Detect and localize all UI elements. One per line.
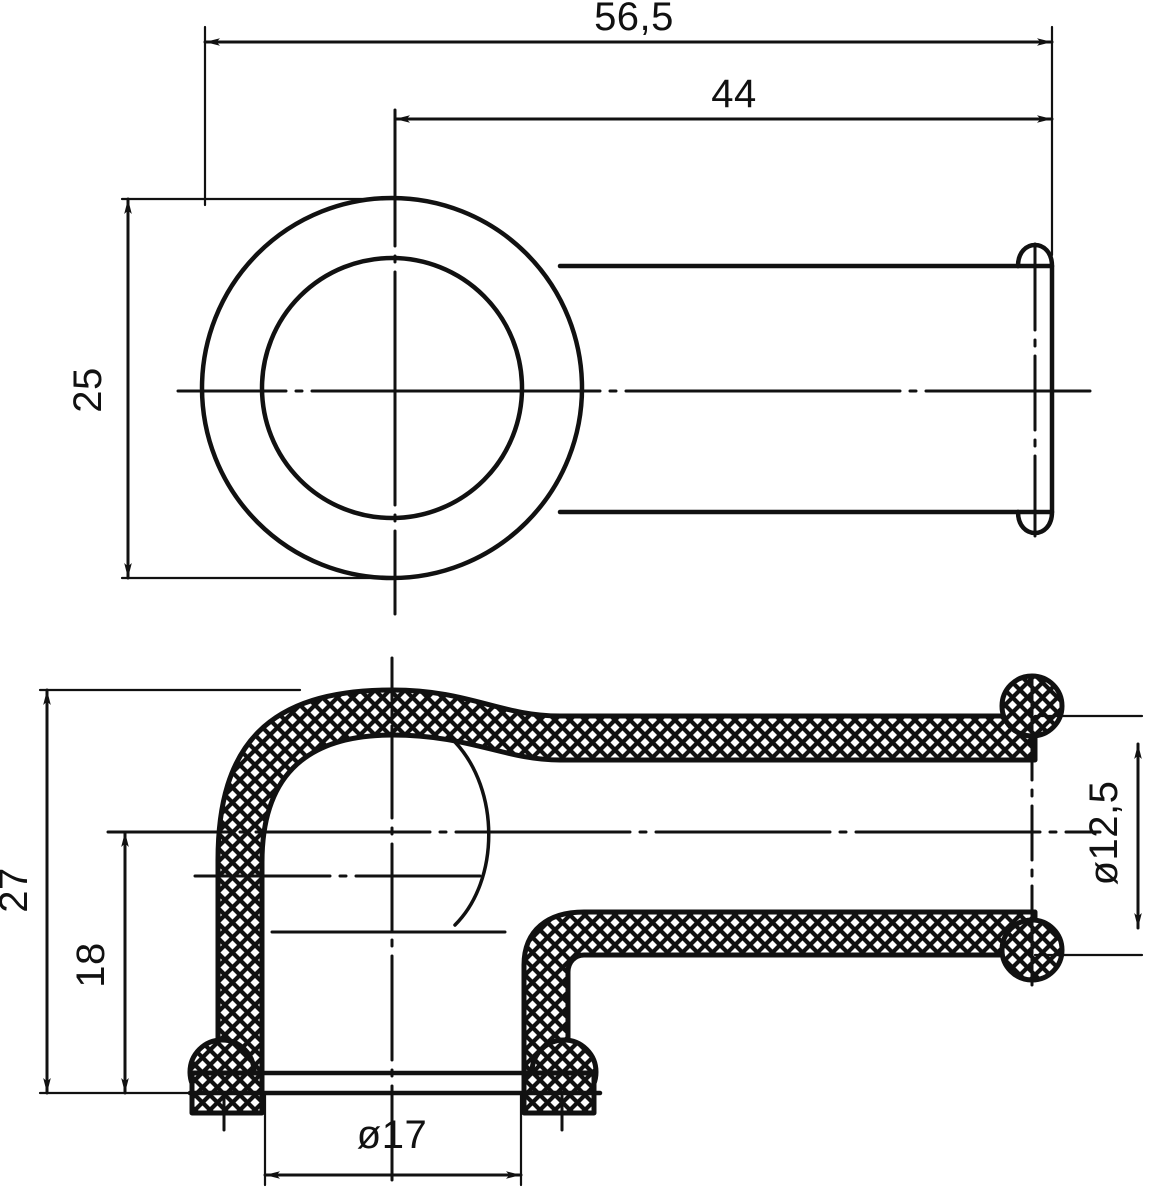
bore-diameter-dimension-label: ø12,5 — [1082, 781, 1126, 886]
elbow-upper-wall-section — [215, 687, 1038, 1096]
flange-inner-circle — [259, 255, 525, 521]
flange-outer-circle — [199, 195, 585, 581]
top-view — [120, 25, 1092, 616]
base-diameter-dimension-label: ø17 — [357, 1113, 427, 1157]
internal-bore-arc — [453, 740, 491, 927]
branch-lower-wall-section — [521, 909, 1038, 1096]
section-view — [38, 656, 1144, 1187]
overall-length-dimension-label: 56,5 — [594, 0, 674, 39]
flange-diameter-dimension-label: 25 — [66, 367, 110, 413]
overall-height-dimension-label: 27 — [0, 867, 36, 913]
tube-length-dimension-label: 44 — [711, 72, 757, 116]
branch-height-dimension-label: 18 — [69, 942, 113, 988]
